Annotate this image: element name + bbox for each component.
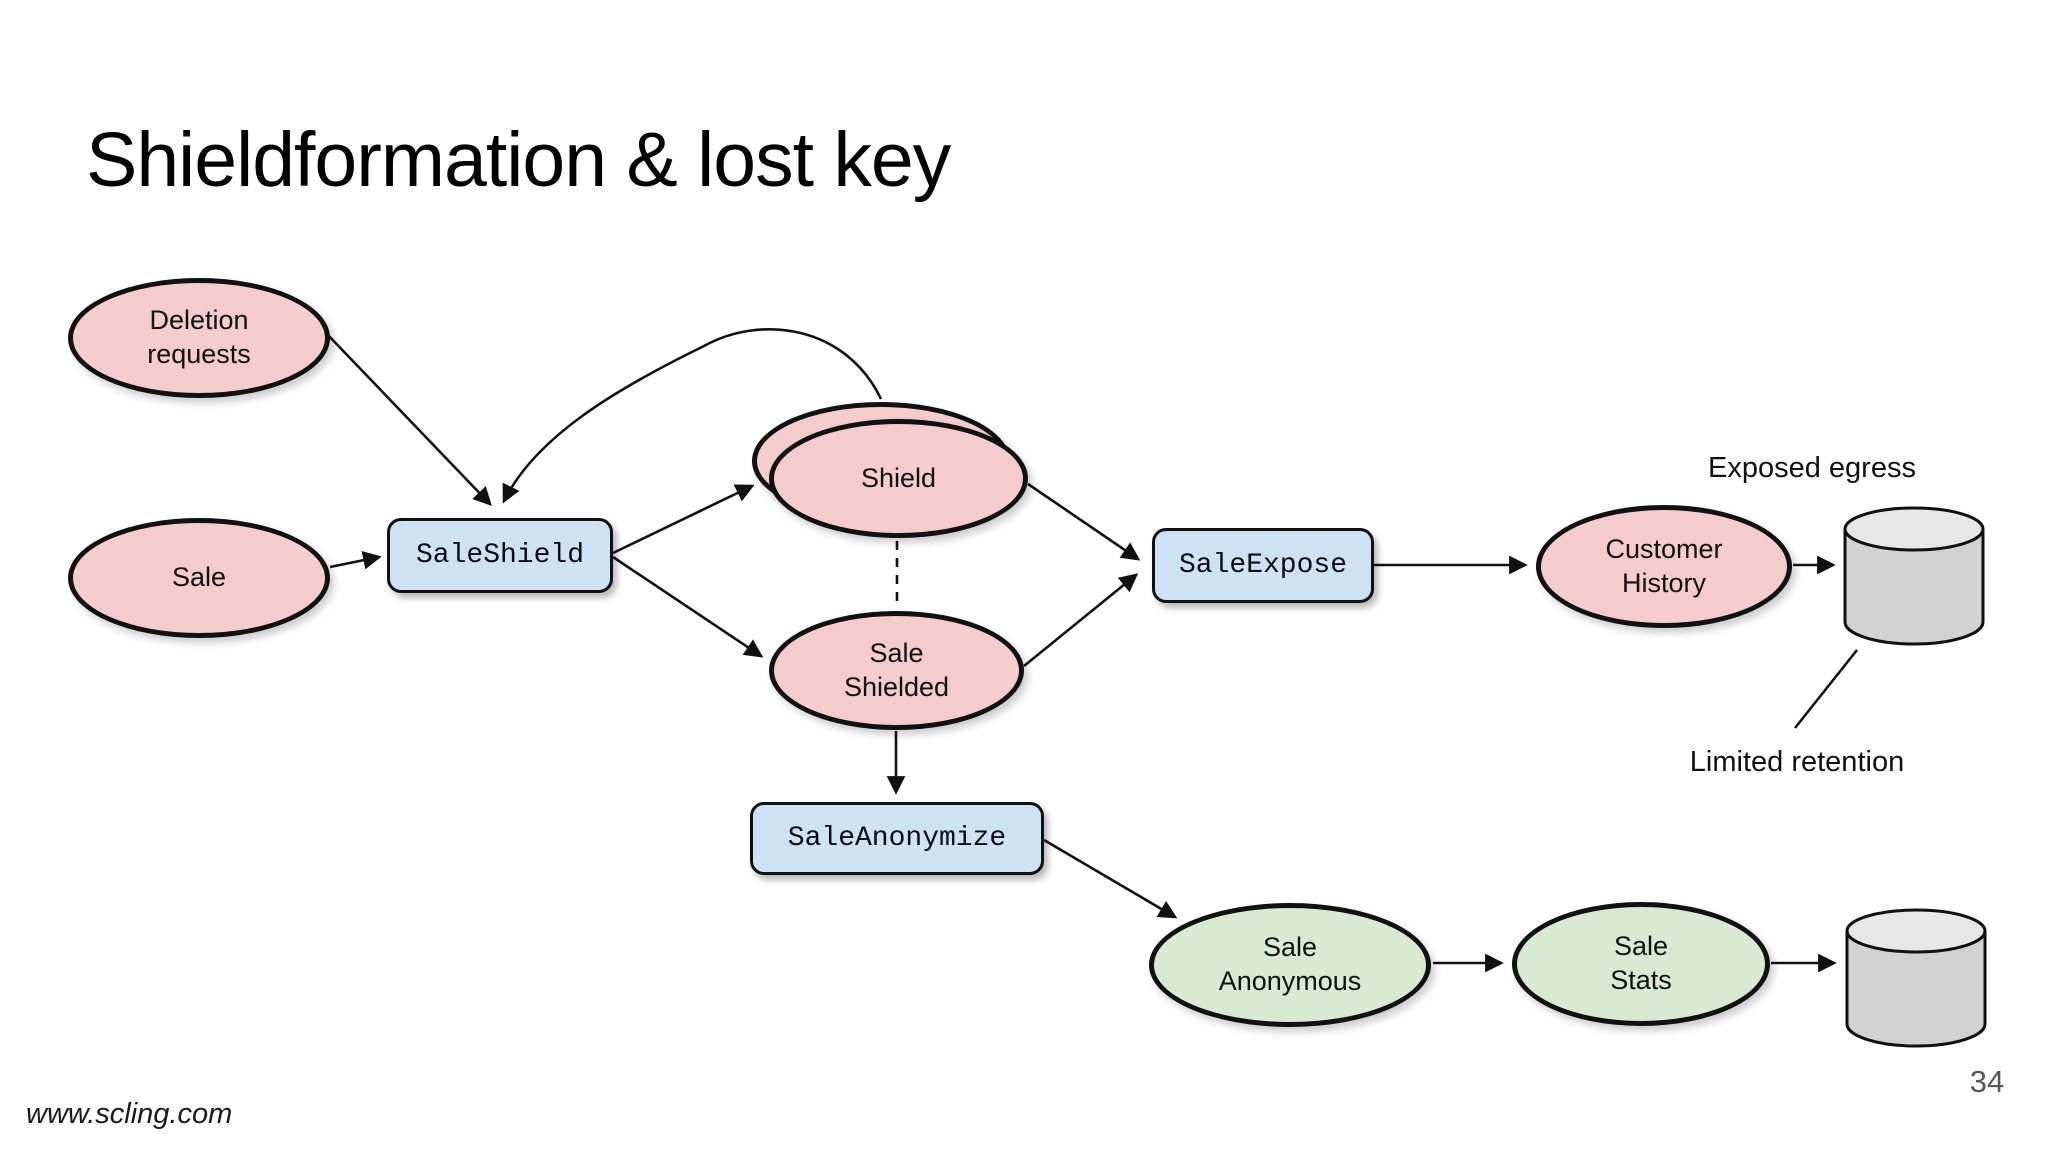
database-icon xyxy=(1845,908,1987,1048)
slide-title: Shieldformation & lost key xyxy=(86,117,951,203)
edge-shield-to-saleexpose xyxy=(1027,482,1141,561)
edge-deletion-to-saleshield xyxy=(325,332,492,507)
footer-url: www.scling.com xyxy=(26,1098,233,1130)
database-icon xyxy=(1843,506,1985,646)
node-deletion-requests: Deletion requests xyxy=(68,278,330,398)
node-label: Sale Stats xyxy=(1610,931,1672,995)
node-label: Deletion requests xyxy=(147,305,251,369)
job-label: SaleShield xyxy=(415,540,585,571)
node-label: Shield xyxy=(860,462,937,493)
node-shield: Shield xyxy=(769,419,1028,538)
node-label: Customer History xyxy=(1605,533,1723,598)
annotation-limited-retention: Limited retention xyxy=(1689,746,1905,778)
edge-saleshielded-to-saleexpose xyxy=(1023,573,1139,668)
job-sale-shield: SaleShield xyxy=(387,518,613,593)
edge-saleanonymize-to-saleanonymous xyxy=(1043,838,1178,919)
job-sale-expose: SaleExpose xyxy=(1152,528,1374,603)
job-label: SaleAnonymize xyxy=(787,823,1007,854)
job-label: SaleExpose xyxy=(1178,550,1348,581)
edge-saleshield-to-shield xyxy=(612,484,755,555)
node-sale-stats: Sale Stats xyxy=(1512,902,1770,1026)
pointer-line-limited-retention xyxy=(1793,649,1859,729)
edge-saleshield-to-saleshielded xyxy=(612,555,764,658)
node-sale-shielded: Sale Shielded xyxy=(769,611,1024,730)
job-sale-anonymize: SaleAnonymize xyxy=(750,802,1044,875)
node-label: Sale xyxy=(171,562,227,593)
page-number: 34 xyxy=(1969,1064,2005,1099)
node-label: Sale Shielded xyxy=(843,637,950,702)
annotation-exposed-egress: Exposed egress xyxy=(1708,452,1916,484)
node-label: Sale Anonymous xyxy=(1218,932,1362,996)
edge-sale-to-saleshield xyxy=(329,551,382,570)
node-sale-anonymous: Sale Anonymous xyxy=(1149,903,1431,1027)
node-customer-history: Customer History xyxy=(1536,505,1792,628)
node-sale: Sale xyxy=(68,518,330,638)
